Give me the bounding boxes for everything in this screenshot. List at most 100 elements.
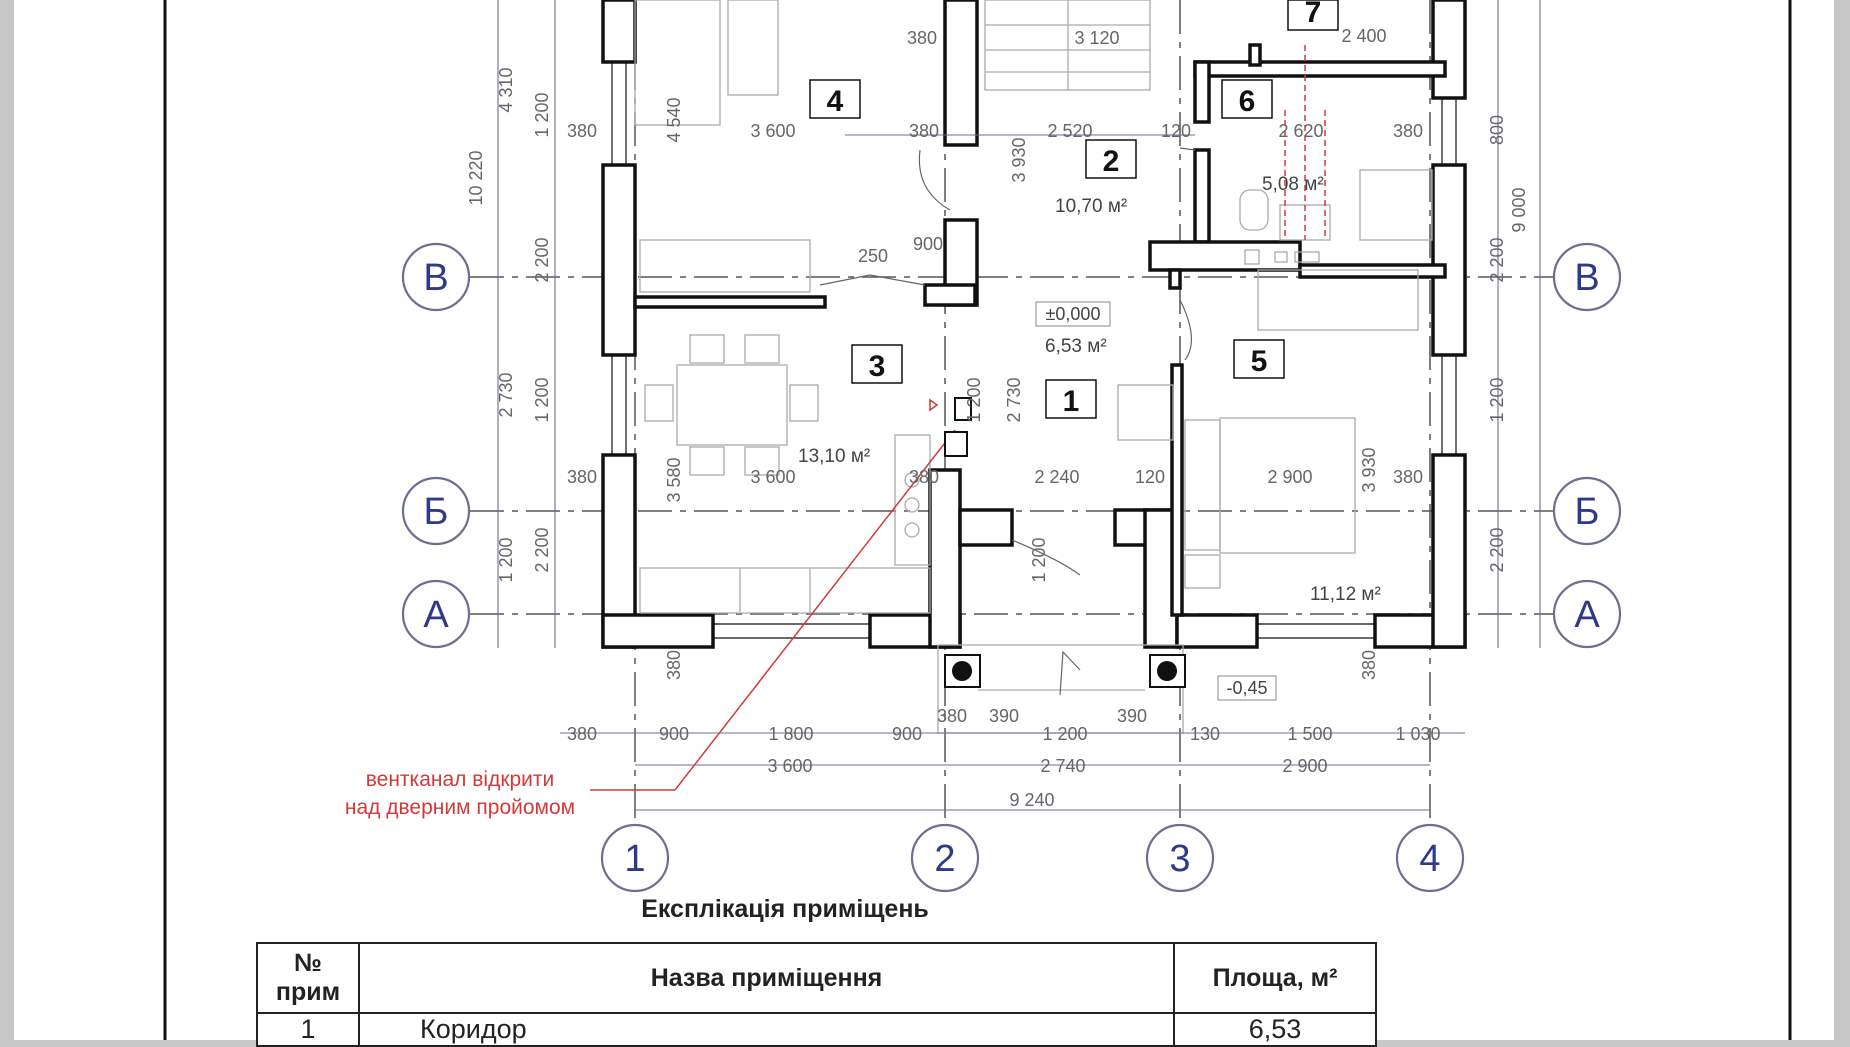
rooms-table: № прим Назва приміщення Площа, м² 1 Кори… (256, 942, 1377, 1047)
doors (819, 147, 1196, 696)
dim-left-inner-3: 2 200 (532, 527, 552, 572)
room-area-5: 11,12 м² (1310, 584, 1381, 605)
dim-int-43: 380 (1359, 650, 1379, 680)
axis-label-1: 1 (624, 838, 645, 880)
dim-int-19: 900 (913, 234, 943, 254)
dim-int-35: 120 (1135, 467, 1165, 487)
dim-int-42: 380 (664, 650, 684, 680)
dim-int-34: 2 240 (1034, 467, 1079, 487)
dim-b1-9: 1 500 (1287, 724, 1332, 744)
dim-int-16: 4 540 (664, 97, 684, 142)
dim-left-inner-0: 1 200 (532, 92, 552, 137)
dim-int-36: 2 900 (1267, 467, 1312, 487)
header-area: Площа, м² (1173, 942, 1377, 1014)
room-number-2: 2 (1103, 145, 1120, 178)
dim-int-13: 380 (1393, 121, 1423, 141)
header-num-line1: № (294, 949, 322, 977)
level-marks: ±0,000 -0,45 (1035, 301, 1277, 701)
dim-right-inner-2: 1 200 (1487, 377, 1507, 422)
dim-b1-1: 900 (659, 724, 689, 744)
dim-b1-2: 1 800 (768, 724, 813, 744)
room-number-boxes (809, 0, 1339, 419)
axis-label-v-left: В (423, 257, 448, 299)
dim-b2-2: 2 900 (1282, 756, 1327, 776)
dim-right-outer: 9 000 (1509, 187, 1529, 232)
dim-left-outer-0: 10 220 (466, 150, 486, 205)
dim-right-inner-0: 800 (1487, 115, 1507, 145)
dim-b1-0: 380 (567, 724, 597, 744)
level-porch: -0,45 (1226, 678, 1267, 698)
dim-int-31b: 3 580 (664, 457, 684, 502)
room-area-1: 6,53 м² (1045, 336, 1107, 357)
dim-left-outer-2: 2 730 (496, 372, 516, 417)
axis-label-a-right: А (1574, 594, 1600, 636)
dim-int-37: 3 930 (1359, 447, 1379, 492)
dim-int-31: 2 730 (1004, 377, 1024, 422)
axis-label-b-left: Б (424, 491, 449, 533)
header-num-line2: прим (275, 978, 341, 1006)
axis-labels: В В Б Б А А 1 2 3 4 (423, 257, 1600, 880)
axis-label-a-left: А (423, 594, 449, 636)
dim-b1-10: 1 030 (1395, 724, 1440, 744)
room-areas: 10,70 м² 13,10 м² 6,53 м² 11,12 м² 5,08 … (798, 174, 1381, 605)
axis-label-4: 4 (1419, 838, 1440, 880)
level-floor: ±0,000 (1046, 304, 1101, 324)
dim-int-7: 3 600 (750, 121, 795, 141)
vent-note: вентканал відкрити над дверним пройомом (310, 766, 610, 822)
furniture (634, 0, 1433, 734)
room-number-5: 5 (1251, 345, 1268, 378)
row-num: 1 (256, 1012, 360, 1047)
dim-b1-5: 390 (989, 706, 1019, 726)
dim-int-33: 380 (567, 467, 597, 487)
room-area-6: 5,08 м² (1262, 174, 1324, 195)
dim-b1-4: 380 (937, 706, 967, 726)
dim-int-18: 250 (858, 246, 888, 266)
dim-int-8: 380 (909, 121, 939, 141)
vent-marks (590, 45, 1326, 791)
dim-int-7a: 380 (567, 121, 597, 141)
dim-b1-6: 1 200 (1042, 724, 1087, 744)
axis-label-v-right: В (1574, 257, 1599, 299)
dim-b1-7: 390 (1117, 706, 1147, 726)
dim-left-inner-4: 1 200 (496, 537, 516, 582)
dim-b1-3: 900 (892, 724, 922, 744)
porch-columns (944, 654, 1186, 688)
vent-note-line1: вентканал відкрити (365, 768, 555, 791)
dimension-texts: 380 900 1 800 900 380 390 1 200 390 130 … (466, 26, 1529, 810)
room-numbers: 4 2 3 1 5 6 7 (827, 0, 1322, 418)
walls (601, 0, 1467, 649)
header-num: № прим (256, 942, 360, 1014)
axis-label-3: 3 (1169, 838, 1190, 880)
dim-int-33b: 380 (909, 467, 939, 487)
windows (611, 62, 1457, 639)
dim-left-inner-2: 1 200 (532, 377, 552, 422)
vent-duct (954, 397, 972, 421)
room-number-4: 4 (827, 85, 844, 118)
vent-note-line2: над дверним пройомом (344, 796, 576, 819)
dim-b2-0: 3 600 (767, 756, 812, 776)
table-header-row: № прим Назва приміщення Площа, м² (256, 942, 1377, 1014)
dim-int-30: 1 200 (964, 377, 984, 422)
dim-b1-8: 130 (1190, 724, 1220, 744)
axis-bubbles (401, 242, 1622, 893)
room-number-1: 1 (1063, 385, 1080, 418)
header-name: Назва приміщення (358, 942, 1175, 1014)
axis-label-2: 2 (934, 838, 955, 880)
room-area-3: 13,10 м² (798, 446, 870, 467)
dim-left-inner-1: 2 200 (532, 237, 552, 282)
dim-int-40: 1 200 (1029, 537, 1049, 582)
dim-right-inner-3: 2 200 (1487, 527, 1507, 572)
dim-b2-1: 2 740 (1040, 756, 1085, 776)
dim-int-12: 2 620 (1278, 121, 1323, 141)
dim-int-10: 3 930 (1009, 137, 1029, 182)
row-name: Коридор (358, 1012, 1175, 1047)
dimension-lines (497, 0, 1541, 811)
dim-left-outer-1: 4 310 (496, 67, 516, 112)
room-number-3: 3 (869, 350, 886, 383)
vent-duct-2 (944, 431, 968, 457)
dim-int-0: 380 (907, 28, 937, 48)
dim-int-38: 380 (1393, 467, 1423, 487)
dim-int-32: 3 600 (750, 467, 795, 487)
row-area: 6,53 (1173, 1012, 1377, 1047)
